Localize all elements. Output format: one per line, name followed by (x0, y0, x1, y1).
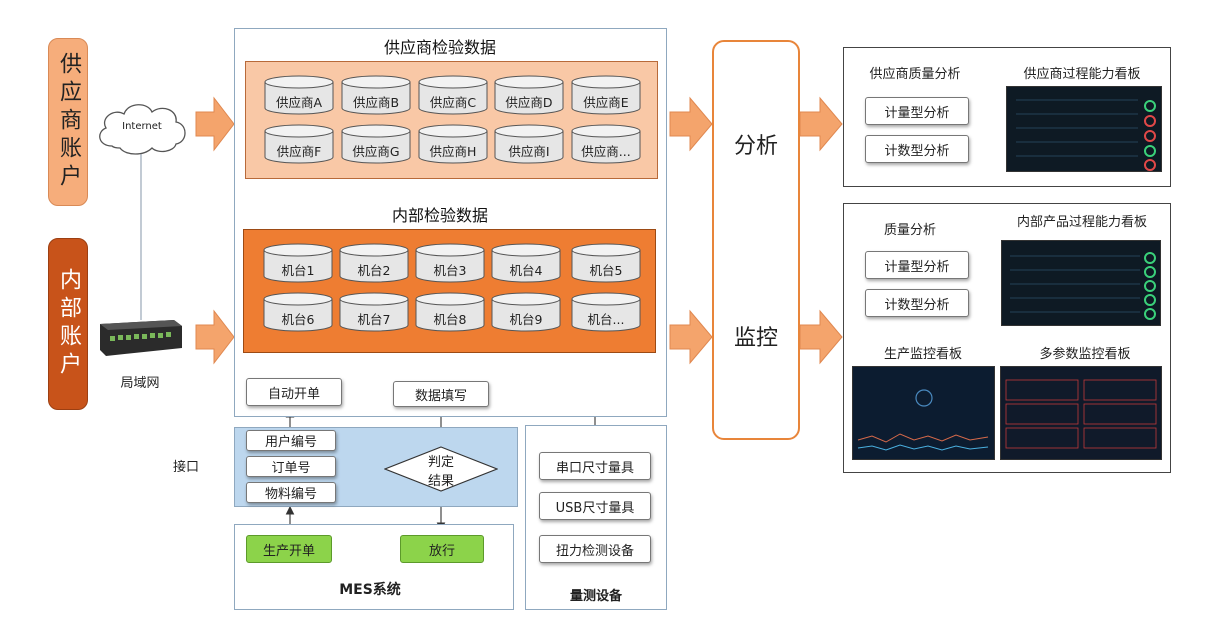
internal-account: 内部账户 (48, 238, 88, 410)
torque-device-box: 扭力检测设备 (539, 535, 651, 563)
analysis-label: 分析 (733, 134, 778, 159)
internal-data-title: 内部检验数据 (391, 206, 488, 225)
cylinder-label: 机台6 (281, 311, 315, 327)
database-cylinder: 机台4 (491, 243, 561, 283)
arrow-center-to-internal-out (799, 309, 843, 365)
arrow-supplier-in (195, 96, 235, 152)
production-order-box: 生产开单 (246, 535, 332, 563)
cylinder-label: 机台3 (433, 262, 467, 278)
supplier-account: 供应商账户 (48, 38, 88, 206)
database-cylinder: 机台8 (415, 292, 485, 332)
monitor-label: 监控 (733, 326, 778, 351)
internal-count-box: 计数型分析 (865, 289, 969, 317)
cylinder-label: 机台... (587, 311, 625, 327)
supplier-board-title: 供应商过程能力看板 (1023, 66, 1141, 82)
supplier-capability-board-thumbnail (1006, 86, 1162, 172)
serial-gauge-box: 串口尺寸量具 (539, 452, 651, 480)
cylinder-label: 机台4 (509, 262, 543, 278)
database-cylinder: 供应商A (264, 75, 334, 115)
database-cylinder: 供应商G (341, 124, 411, 164)
cylinder-label: 供应商B (352, 94, 400, 110)
cylinder-label: 供应商I (508, 143, 550, 159)
cylinder-label: 供应商D (505, 94, 553, 110)
arrow-internal-to-center (669, 309, 713, 365)
data-entry-box: 数据填写 (393, 381, 489, 407)
cylinder-label: 供应商G (352, 143, 400, 159)
cylinder-label: 供应商F (276, 143, 322, 159)
supplier-data-title: 供应商检验数据 (383, 38, 496, 57)
database-cylinder: 供应商I (494, 124, 564, 164)
production-monitor-thumbnail (852, 366, 995, 460)
cylinder-label: 机台7 (357, 311, 391, 327)
database-cylinder: 机台6 (263, 292, 333, 332)
cylinder-label: 机台5 (589, 262, 623, 278)
release-box: 放行 (400, 535, 484, 563)
interface-label: 接口 (172, 459, 199, 475)
internal-metric-box: 计量型分析 (865, 251, 969, 279)
cylinder-label: 供应商C (429, 94, 477, 110)
database-cylinder: 机台9 (491, 292, 561, 332)
cylinder-label: 机台1 (281, 262, 315, 278)
database-cylinder: 供应商E (571, 75, 641, 115)
supplier-count-box: 计数型分析 (865, 135, 969, 163)
cylinder-label: 机台9 (509, 311, 543, 327)
cylinder-label: 供应商... (581, 143, 631, 159)
arrow-center-to-supplier-out (799, 96, 843, 152)
usb-gauge-box: USB尺寸量具 (539, 492, 651, 520)
database-cylinder: 机台2 (339, 243, 409, 283)
lan-label: 局域网 (120, 375, 160, 391)
arrow-supplier-to-center (669, 96, 713, 152)
production-monitor-title: 生产监控看板 (883, 346, 962, 362)
material-no-box: 物料编号 (246, 482, 336, 503)
cylinder-label: 机台2 (357, 262, 391, 278)
database-cylinder: 机台7 (339, 292, 409, 332)
switch-icon (100, 320, 182, 356)
judge-diamond (384, 446, 498, 492)
measure-title: 量测设备 (569, 588, 622, 604)
analysis-monitor-box (712, 40, 800, 440)
cylinder-label: 供应商E (583, 94, 629, 110)
cylinder-label: 机台8 (433, 311, 467, 327)
database-cylinder: 供应商F (264, 124, 334, 164)
supplier-metric-box: 计量型分析 (865, 97, 969, 125)
cylinder-label: 供应商H (429, 143, 477, 159)
database-cylinder: 供应商D (494, 75, 564, 115)
judge-label-1: 判定 (427, 455, 454, 470)
database-cylinder: 机台3 (415, 243, 485, 283)
database-cylinder: 机台1 (263, 243, 333, 283)
mes-title: MES系统 (339, 582, 401, 598)
auto-order-box: 自动开单 (246, 378, 342, 406)
database-cylinder: 供应商B (341, 75, 411, 115)
multi-param-monitor-thumbnail (1000, 366, 1162, 460)
database-cylinder: 供应商C (418, 75, 488, 115)
order-no-box: 订单号 (246, 456, 336, 477)
database-cylinder: 机台5 (571, 243, 641, 283)
cloud-icon (99, 104, 186, 155)
user-no-box: 用户编号 (246, 430, 336, 451)
supplier-quality-title: 供应商质量分析 (869, 66, 961, 82)
database-cylinder: 供应商... (571, 124, 641, 164)
arrow-internal-in (195, 309, 235, 365)
database-cylinder: 供应商H (418, 124, 488, 164)
database-cylinder: 机台... (571, 292, 641, 332)
internal-quality-title: 质量分析 (883, 222, 936, 238)
cylinder-label: 供应商A (275, 94, 323, 110)
internal-capability-board-thumbnail (1001, 240, 1161, 326)
internal-board-title: 内部产品过程能力看板 (1016, 214, 1147, 230)
multi-param-monitor-title: 多参数监控看板 (1039, 346, 1131, 362)
internet-label: Internet (122, 120, 162, 132)
judge-label-2: 结果 (427, 474, 454, 489)
